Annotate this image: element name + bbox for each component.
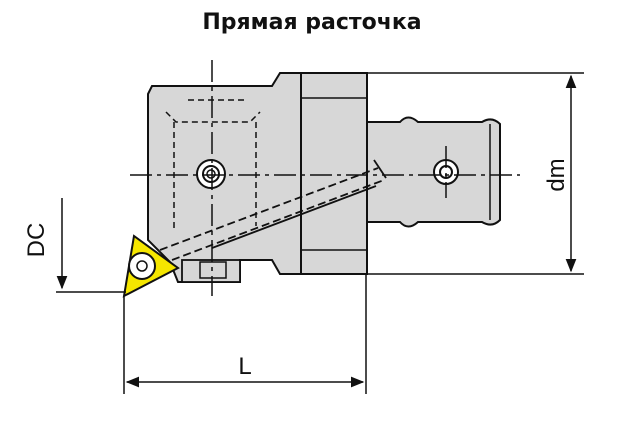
dc-dimension — [56, 198, 126, 293]
insert — [122, 234, 180, 298]
page-title: Прямая расточка — [202, 10, 422, 35]
shank-hole — [433, 159, 459, 185]
body-screw — [196, 159, 226, 189]
dc-label: DC — [23, 223, 50, 258]
dm-dimension — [367, 72, 584, 275]
l-dimension — [123, 274, 367, 394]
center-lines — [130, 60, 520, 296]
flange — [300, 72, 368, 275]
adjust-slot — [165, 99, 261, 230]
cartridge — [181, 259, 241, 283]
l-label: L — [238, 353, 251, 380]
dm-label: dm — [543, 158, 570, 191]
